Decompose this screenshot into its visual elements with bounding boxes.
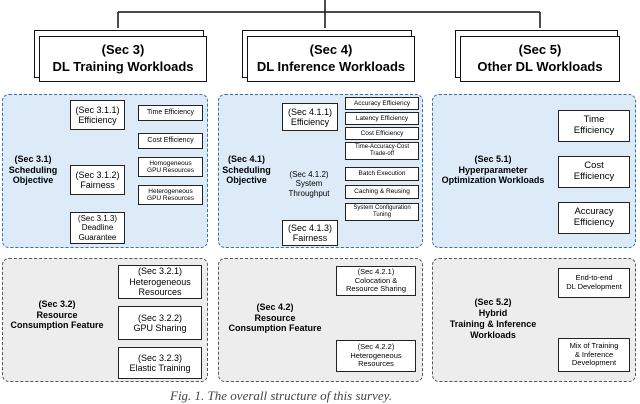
- inference-colocation: (Sec 4.2.1) Colocation & Resource Sharin…: [336, 266, 416, 296]
- inference-fairness: (Sec 4.1.3) Fairness: [282, 220, 338, 246]
- training-efficiency: (Sec 3.1.1) Efficiency: [70, 100, 125, 130]
- training-time-efficiency: Time Efficiency: [138, 105, 203, 121]
- training-hetero-resources: (Sec 3.2.1) Heterogeneous Resources: [118, 265, 202, 299]
- inference-tradeoff: Time-Accuracy-Cost Trade-off: [345, 142, 419, 160]
- training-gpu-sharing: (Sec 3.2.2) GPU Sharing: [118, 306, 202, 340]
- other-hyper-root: (Sec 5.1) Hyperparameter Optimization Wo…: [441, 153, 545, 186]
- training-elastic: (Sec 3.2.3) Elastic Training: [118, 347, 202, 379]
- inference-batch: Batch Execution: [345, 167, 419, 181]
- other-e2e: End-to-end DL Development: [558, 268, 630, 298]
- header-training-title: DL Training Workloads: [52, 59, 194, 74]
- training-fairness: (Sec 3.1.2) Fairness: [70, 165, 125, 195]
- inference-sysconfig: System Configuration Tuning: [345, 203, 419, 221]
- header-inference-title: DL Inference Workloads: [256, 59, 406, 74]
- other-accuracy-efficiency: Accuracy Efficiency: [558, 202, 630, 234]
- other-time-efficiency: Time Efficiency: [558, 110, 630, 142]
- other-cost-efficiency: Cost Efficiency: [558, 156, 630, 188]
- training-heterogeneous: Heterogeneous GPU Resources: [138, 185, 203, 205]
- inference-throughput: (Sec 4.1.2) System Throughput: [288, 169, 330, 198]
- figure-caption: Fig. 1. The overall structure of this su…: [170, 388, 392, 403]
- inference-hetero-resources: (Sec 4.2.2) Heterogeneous Resources: [336, 340, 416, 372]
- inference-latency-efficiency: Latency Efficiency: [345, 112, 419, 125]
- training-homogeneous: Homogeneous GPU Resources: [138, 157, 203, 177]
- header-other-sec: (Sec 5): [518, 42, 562, 58]
- header-other: (Sec 5) Other DL Workloads: [460, 36, 620, 82]
- training-scheduling-root: (Sec 3.1) Scheduling Objective: [8, 153, 58, 186]
- inference-efficiency: (Sec 4.1.1) Efficiency: [282, 103, 338, 131]
- inference-accuracy-efficiency: Accuracy Efficiency: [345, 97, 419, 110]
- inference-resource-root: (Sec 4.2) Resource Consumption Feature: [228, 301, 322, 334]
- header-inference-sec: (Sec 4): [309, 42, 353, 58]
- inference-caching: Caching & Reusing: [345, 185, 419, 199]
- other-hybrid-root: (Sec 5.2) Hybrid Training & Inference Wo…: [449, 297, 537, 340]
- training-resource-root: (Sec 3.2) Resource Consumption Feature: [10, 298, 104, 331]
- training-cost-efficiency: Cost Efficiency: [138, 133, 203, 149]
- inference-scheduling-root: (Sec 4.1) Scheduling Objective: [222, 153, 271, 186]
- header-inference: (Sec 4) DL Inference Workloads: [247, 36, 415, 82]
- header-training: (Sec 3) DL Training Workloads: [39, 36, 207, 82]
- header-other-title: Other DL Workloads: [477, 59, 603, 74]
- header-training-sec: (Sec 3): [101, 42, 145, 58]
- training-deadline: (Sec 3.1.3) Deadline Guarantee: [70, 212, 125, 244]
- inference-cost-efficiency: Cost Efficiency: [345, 127, 419, 140]
- other-mix: Mix of Training & Inference Development: [558, 338, 630, 372]
